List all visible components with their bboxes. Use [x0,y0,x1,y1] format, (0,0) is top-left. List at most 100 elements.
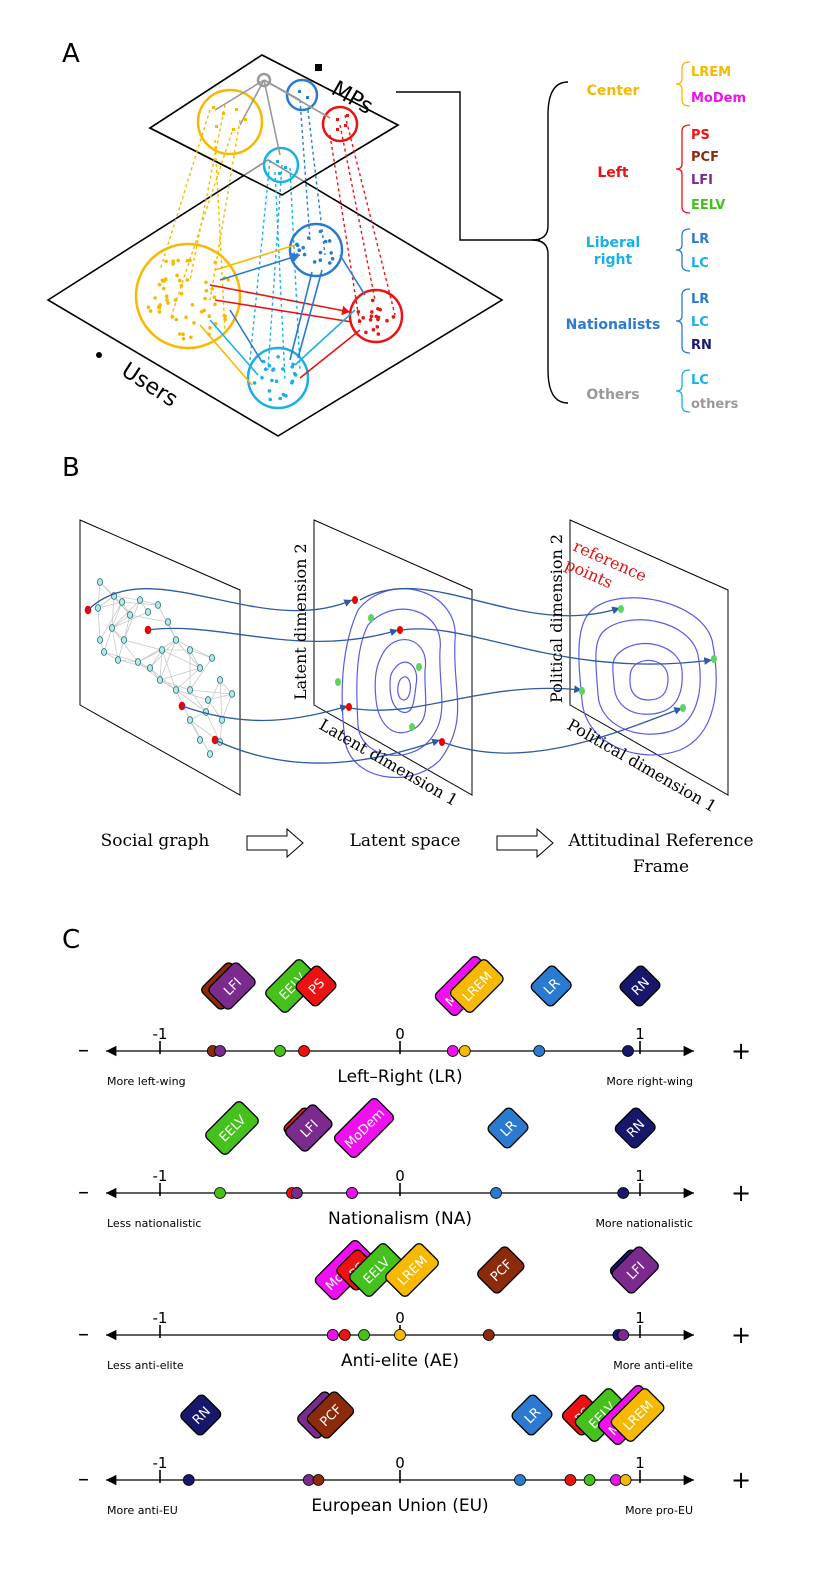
tick-label: -1 [153,1454,168,1472]
latent-points [335,596,445,746]
graph-node [120,636,128,644]
graph-node [100,648,108,656]
graph-node [156,676,164,684]
graph-node [196,664,204,672]
party-point-eelv [214,1187,226,1199]
user-dot [223,314,227,319]
panel-a: A [46,39,746,437]
party-point-ps [298,1045,310,1057]
axis-title: Left–Right (LR) [337,1067,462,1087]
user-dot [163,277,168,282]
user-dot [210,287,214,291]
axis-minus: – [78,1322,89,1347]
party-tag-modem: MoDem [333,1097,395,1159]
party-point-modem [446,1045,459,1057]
axis-title: Anti-elite (AE) [341,1351,459,1371]
axis-minus: – [78,1467,89,1492]
graph-node [208,654,216,662]
political-plane [569,519,729,796]
axis-plus: + [731,1466,751,1494]
user-dot [368,318,373,322]
panel-c-label: C [62,925,80,955]
party-point-pcf [482,1329,495,1341]
user-dot [212,295,217,300]
party-name: others [691,397,739,412]
party-name: LC [691,315,709,330]
step-reference-frame-line1: Attitudinal Reference [567,831,753,851]
tick-label: -1 [153,1167,168,1185]
party-tag-ps: PS [295,965,337,1007]
user-dot [374,314,379,319]
party-name: EELV [691,198,725,213]
user-dot [327,239,332,243]
axis-right-label: More pro-EU [625,1504,693,1517]
party-point-modem [326,1329,339,1341]
party-tag-rn: RN [619,965,661,1007]
user-dot [177,332,182,336]
party-tag-pcf: PCF [306,1391,355,1439]
party-point-lfi [290,1187,303,1199]
user-dot [179,284,184,288]
user-dot [213,302,217,307]
axis-minus: – [78,1038,89,1063]
user-dot [203,296,207,301]
user-dot [148,309,153,313]
party-point-modem [346,1187,358,1199]
party-point-lrem [394,1329,406,1341]
user-dot [171,259,175,264]
graph-node [146,664,154,672]
party-point-eelv [358,1329,370,1341]
group-name: Nationalists [566,317,661,333]
tick-label: 0 [395,1025,405,1043]
step-arrow-2 [496,827,554,859]
user-dot [267,363,272,368]
party-brace [675,228,691,272]
party-point-eelv [274,1045,286,1057]
user-dot [176,258,180,263]
axis-plus: + [731,1179,751,1207]
user-dot [204,288,209,293]
user-dot [189,335,193,340]
user-dot [185,278,190,282]
user-dot [178,278,182,283]
user-dot [204,280,208,285]
party-brace [675,369,691,413]
user-dot [165,298,169,302]
user-dot [357,319,362,324]
user-dot [260,376,264,380]
party-tag-lr: LR [487,1107,529,1149]
party-tag-pcf: PCF [477,1246,525,1294]
tick-label: 0 [395,1454,405,1472]
user-dot [192,321,196,325]
user-dot [292,371,297,376]
tick-label: -1 [153,1025,168,1043]
party-name: LR [691,292,709,307]
user-cluster-center [134,242,242,350]
graph-node [114,656,122,664]
latent-space-plane [313,519,473,796]
axis-plus: + [731,1321,751,1349]
user-dot [306,236,311,240]
user-dot [184,315,188,320]
tick-label: 1 [635,1309,645,1327]
political-dim-2-label: Political dimension 2 [547,534,566,703]
party-point-rn [622,1045,634,1057]
graph-node [206,750,214,758]
user-dot [271,367,276,372]
axis-title: Nationalism (NA) [328,1209,472,1229]
user-dot [274,379,279,384]
political-contours [578,597,717,756]
axis-left-label: Less anti-elite [107,1359,184,1372]
user-dot [207,314,212,319]
user-dot [188,258,192,263]
user-dot [261,359,266,364]
party-tag-lrem: LREM [449,959,504,1013]
user-dot [158,303,162,307]
user-dot [318,229,323,234]
party-point-pcf [312,1474,325,1486]
axis-left-label: More anti-EU [107,1504,178,1517]
user-dot [162,286,166,291]
graph-node [186,686,194,694]
user-dot [181,337,186,341]
